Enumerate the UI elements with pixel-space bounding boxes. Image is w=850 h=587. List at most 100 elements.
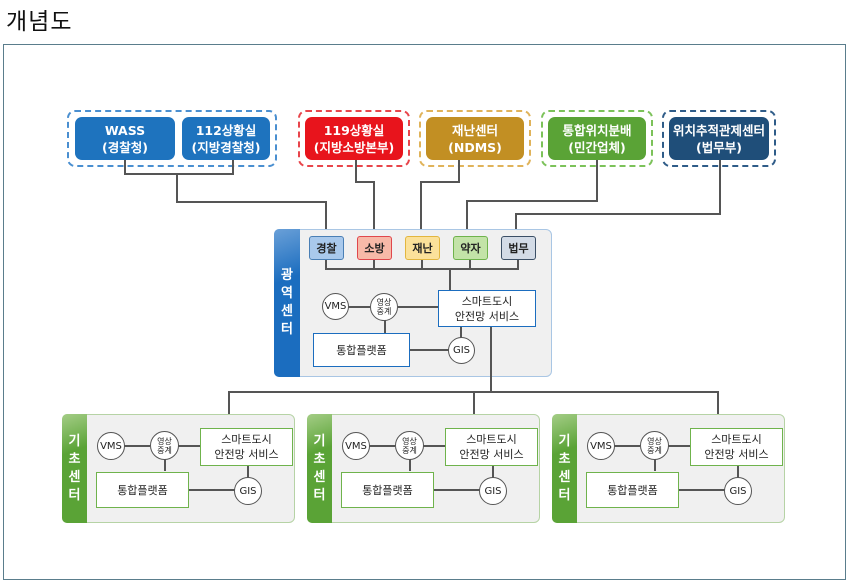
connector <box>124 160 126 174</box>
connector <box>466 200 468 237</box>
integrated-platform: 통합플랫폼 <box>341 472 434 508</box>
connector <box>176 174 178 202</box>
integrated-platform: 통합플랫폼 <box>313 333 410 367</box>
integrated-platform: 통합플랫폼 <box>586 472 679 508</box>
regional-label-char: 센 <box>281 304 293 319</box>
connector <box>325 201 327 237</box>
connector <box>420 181 422 237</box>
regional-label-char: 광 <box>281 268 293 283</box>
video-relay-line2: 중계 <box>402 445 417 455</box>
connector <box>325 268 519 270</box>
connector <box>410 349 450 351</box>
vms-label: VMS <box>100 440 122 452</box>
video-relay-line1: 영상 <box>402 436 417 446</box>
smart-city-safety-service: 스마트도시 안전망 서비스 <box>690 428 783 466</box>
connector <box>373 181 375 237</box>
connector <box>164 459 166 471</box>
base-label-char: 기 <box>313 433 326 449</box>
video-relay-node: 영상 중계 <box>370 293 398 321</box>
connector <box>409 459 411 471</box>
base-label-char: 터 <box>558 487 571 503</box>
video-relay-line2: 중계 <box>376 307 392 316</box>
smart-city-line1: 스마트도시 <box>466 433 517 446</box>
smart-city-line2: 안전망 서비스 <box>704 448 769 461</box>
connector <box>469 260 471 270</box>
vms-label: VMS <box>590 440 612 452</box>
base-label-char: 초 <box>68 451 81 467</box>
connector <box>325 260 327 270</box>
video-relay-node: 영상 중계 <box>640 431 669 460</box>
agency-119-org: (지방소방본부) <box>313 139 395 155</box>
connector <box>346 306 370 308</box>
connector <box>398 306 438 308</box>
connector <box>668 445 690 447</box>
chip-fire: 소방 <box>357 236 392 260</box>
video-relay-line1: 영상 <box>647 436 662 446</box>
smart-city-safety-service: 스마트도시 안전망 서비스 <box>445 428 538 466</box>
base-label-char: 센 <box>313 469 326 485</box>
gis-label: GIS <box>729 485 747 497</box>
connector <box>737 465 739 478</box>
gis-node: GIS <box>448 337 475 364</box>
agency-wass-org: (경찰청) <box>102 139 148 155</box>
page-title: 개념도 <box>6 9 73 35</box>
connector <box>384 320 386 334</box>
vms-node: VMS <box>97 432 125 460</box>
vms-node: VMS <box>587 432 615 460</box>
chip-police: 경찰 <box>309 236 344 260</box>
vms-node: VMS <box>342 432 370 460</box>
connector <box>373 260 375 270</box>
smart-city-safety-service: 스마트도시 안전망 서비스 <box>438 290 536 327</box>
smart-city-line2: 안전망 서비스 <box>459 448 524 461</box>
agency-justice: 위치추적관제센터 (법무부) <box>669 117 769 160</box>
gis-label: GIS <box>239 485 257 497</box>
agency-wass: WASS (경찰청) <box>75 117 175 160</box>
agency-112: 112상황실 (지방경찰청) <box>182 117 270 160</box>
connector <box>423 445 445 447</box>
gis-label: GIS <box>484 485 502 497</box>
connector <box>355 160 357 183</box>
connector <box>492 465 494 478</box>
connector <box>466 200 598 202</box>
agency-112-org: (지방경찰청) <box>191 139 261 155</box>
chip-justice: 법무 <box>501 236 536 260</box>
agency-119: 119상황실 (지방소방본부) <box>305 117 403 160</box>
connector <box>188 489 236 491</box>
smart-city-line1: 스마트도시 <box>461 294 513 308</box>
agency-justice-name: 위치추적관제센터 <box>672 122 765 138</box>
vms-label: VMS <box>345 440 367 452</box>
connector <box>515 213 517 237</box>
video-relay-node: 영상 중계 <box>150 431 179 460</box>
connector <box>458 160 460 183</box>
agency-112-name: 112상황실 <box>195 122 257 138</box>
video-relay-node: 영상 중계 <box>395 431 424 460</box>
video-relay-line1: 영상 <box>376 298 392 307</box>
connector <box>176 201 327 203</box>
connector <box>654 459 656 471</box>
connector <box>719 160 721 215</box>
connector <box>369 445 395 447</box>
base-label-char: 초 <box>558 451 571 467</box>
base-label-char: 기 <box>558 433 571 449</box>
agency-location-name: 통합위치분배 <box>562 122 632 138</box>
base-label-char: 초 <box>313 451 326 467</box>
agency-119-name: 119상황실 <box>323 122 385 138</box>
connector <box>124 173 234 175</box>
regional-center-label: 광 역 센 터 <box>274 229 300 377</box>
agency-disaster-org: (NDMS) <box>448 139 502 155</box>
smart-city-line2: 안전망 서비스 <box>454 309 520 323</box>
agency-justice-org: (법무부) <box>696 139 742 155</box>
connector <box>433 489 481 491</box>
connector <box>473 391 475 430</box>
video-relay-line1: 영상 <box>157 436 172 446</box>
agency-location: 통합위치분배 (민간업체) <box>548 117 646 160</box>
connector <box>247 465 249 478</box>
regional-label-char: 역 <box>281 286 293 301</box>
connector <box>449 268 451 290</box>
smart-city-safety-service: 스마트도시 안전망 서비스 <box>200 428 293 466</box>
connector <box>460 326 462 338</box>
connector <box>420 181 460 183</box>
smart-city-line1: 스마트도시 <box>221 433 272 446</box>
connector <box>678 489 726 491</box>
connector <box>355 181 375 183</box>
